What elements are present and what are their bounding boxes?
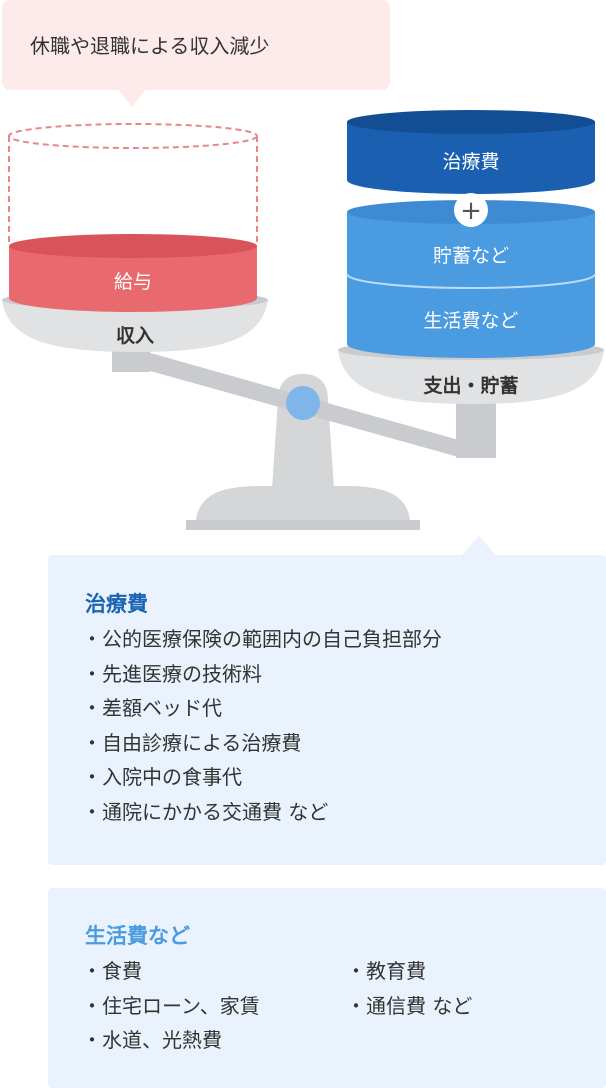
callout-text: 休職や退職による収入減少 <box>30 34 270 58</box>
list-item: 先進医療の技術料 <box>82 657 442 692</box>
left-pan <box>2 300 268 352</box>
callout-tail <box>118 89 146 107</box>
salary-cup-top <box>9 234 257 258</box>
list-item: 入院中の食事代 <box>82 760 442 795</box>
callout-bubble <box>2 0 390 90</box>
living-cup <box>347 212 595 358</box>
living-label: 生活費など <box>423 310 518 332</box>
list-item: 水道、光熱費 <box>82 1023 260 1058</box>
treatment-cup-top <box>347 110 595 134</box>
pivot-knob <box>286 386 320 420</box>
list-item: 公的医療保険の範囲内の自己負担部分 <box>82 622 442 657</box>
list-item: 通信費 など <box>346 989 472 1024</box>
plus-icon: + <box>460 196 482 226</box>
panel-pointer <box>461 536 497 556</box>
income-label: 収入 <box>116 325 154 347</box>
savings-divider <box>346 273 596 290</box>
list-item: 食費 <box>82 954 260 989</box>
expense-label: 支出・貯蓄 <box>422 374 518 397</box>
balance-scale: 給与 収入 貯蓄など 生活費など 治療費 + 支出・貯蓄 <box>2 110 604 530</box>
list-item: 住宅ローン、家賃 <box>82 989 260 1024</box>
salary-label: 給与 <box>114 271 152 293</box>
scale-foot <box>196 486 410 520</box>
plus-circle <box>454 193 488 227</box>
list-item: 自由診療による治療費 <box>82 726 442 761</box>
savings-label: 貯蓄など <box>433 245 509 267</box>
treatment-title: 治療費 <box>85 592 148 616</box>
treatment-label: 治療費 <box>442 151 499 173</box>
list-item: 通院にかかる交通費 など <box>82 795 442 830</box>
living-list-left: 食費 住宅ローン、家賃 水道、光熱費 <box>82 954 260 1058</box>
left-cup-original-top <box>8 123 258 149</box>
list-item: 差額ベッド代 <box>82 691 442 726</box>
scale-base <box>186 520 420 530</box>
right-pan <box>338 350 604 404</box>
treatment-list: 公的医療保険の範囲内の自己負担部分 先進医療の技術料 差額ベッド代 自由診療によ… <box>82 622 442 830</box>
salary-cup <box>9 246 257 312</box>
living-list-right: 教育費 通信費 など <box>346 954 472 1023</box>
list-item: 教育費 <box>346 954 472 989</box>
treatment-cup <box>347 122 595 194</box>
living-title: 生活費など <box>85 924 190 948</box>
